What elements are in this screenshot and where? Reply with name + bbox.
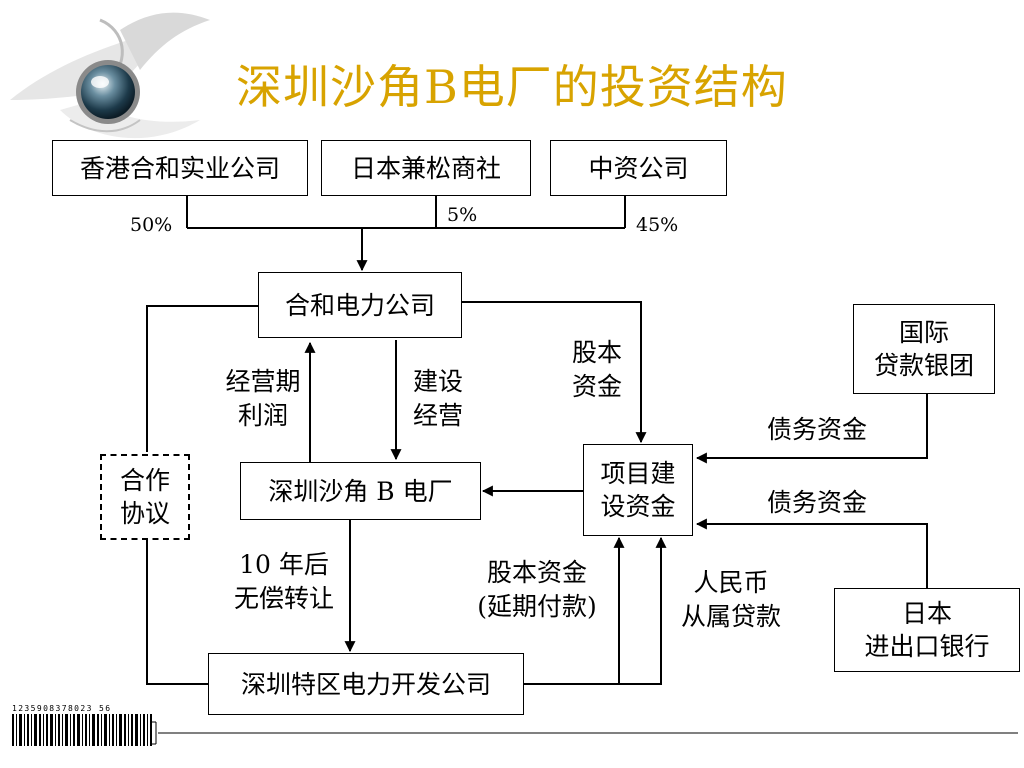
logo-icon <box>10 12 210 139</box>
node-chinese-capital: 中资公司 <box>550 140 727 196</box>
page-title: 深圳沙角B电厂的投资结构 <box>236 60 788 114</box>
node-hongkong-hopewell: 香港合和实业公司 <box>52 140 308 196</box>
node-hopewell-power: 合和电力公司 <box>258 272 462 338</box>
label-equity-deferred: 股本资金 (延期付款) <box>477 558 597 621</box>
node-project-funds: 项目建 设资金 <box>583 444 693 536</box>
label-debt-funds-japan: 债务资金 <box>766 488 867 517</box>
label-debt-funds-intl: 债务资金 <box>766 415 867 444</box>
label-build-operate: 建设 经营 <box>412 367 463 430</box>
share-pct-chinese: 45% <box>636 214 679 236</box>
label-operating-profit: 经营期 利润 <box>225 367 301 430</box>
share-pct-hongkong: 50% <box>130 214 173 236</box>
node-shajiao-b-plant: 深圳沙角 B 电厂 <box>240 462 481 520</box>
node-japan-kanematsu: 日本兼松商社 <box>321 140 531 196</box>
barcode-icon <box>12 714 152 746</box>
label-rmb-subordinated-loan: 人民币 从属贷款 <box>680 568 781 631</box>
node-cooperation-agreement: 合作 协议 <box>100 454 190 540</box>
label-free-transfer: 10 年后 无偿转让 <box>233 550 334 613</box>
node-shenzhen-power-dev: 深圳特区电力开发公司 <box>208 653 524 715</box>
label-equity-funds: 股本 资金 <box>571 338 622 401</box>
share-pct-japan: 5% <box>447 204 478 226</box>
node-japan-exim-bank: 日本 进出口银行 <box>834 588 1020 672</box>
node-intl-loan-syndicate: 国际 贷款银团 <box>853 304 995 394</box>
barcode-number: 1235908378023 56 <box>12 704 112 713</box>
